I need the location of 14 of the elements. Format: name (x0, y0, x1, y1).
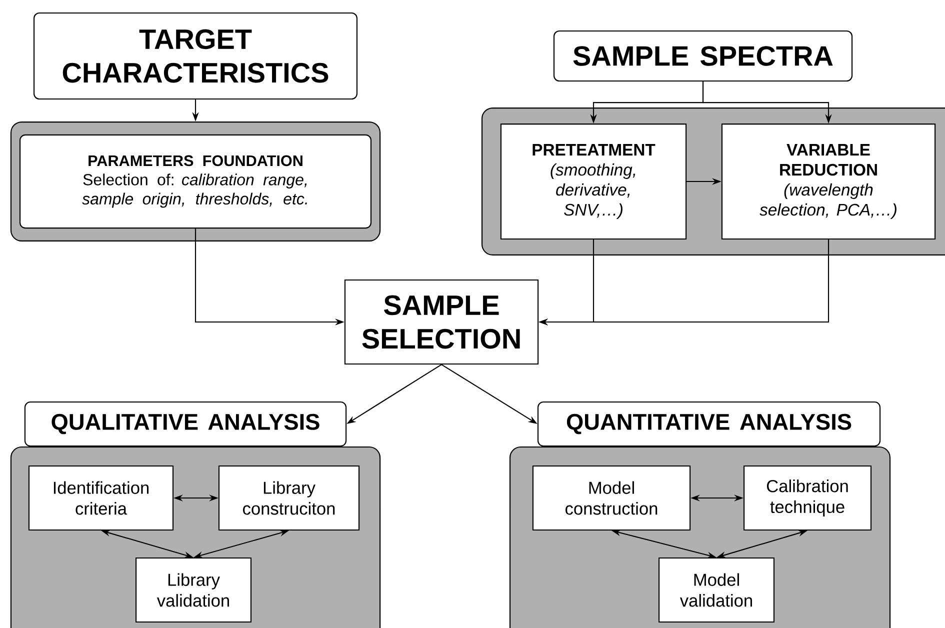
process-box: Model validation (658, 557, 774, 623)
process-box: QUANTITATIVE ANALYSIS (537, 401, 881, 447)
process-box: PRETEATMENT (smoothing, derivative, SNV,…) (500, 124, 687, 240)
process-box: SAMPLE SPECTRA (553, 30, 853, 82)
process-box: Library validation (136, 557, 252, 623)
process-box: VARIABLE REDUCTION (wavelength selection, PCA,…) (721, 124, 936, 240)
process-box: PARAMETERS FOUNDATION Selection of: calibration range, sample origin, thresholds, etc. (20, 134, 372, 229)
process-box: SAMPLE SELECTION (344, 279, 539, 365)
process-box: Model construction (532, 465, 691, 531)
process-box: QUALITATIVE ANALYSIS (24, 401, 347, 447)
process-box: Identification criteria (28, 465, 174, 531)
process-box: Calibration technique (744, 465, 872, 531)
process-box: TARGET CHARACTERISTICS (34, 12, 358, 100)
process-box: Library construciton (218, 465, 360, 531)
